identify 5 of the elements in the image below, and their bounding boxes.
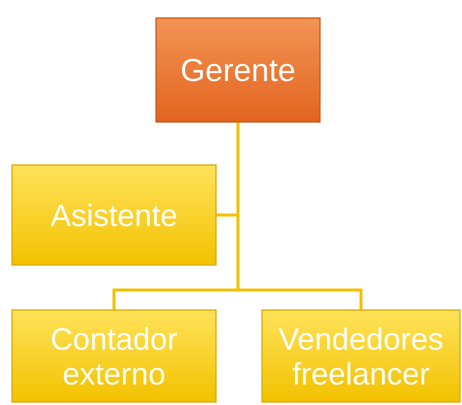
connector-line: [236, 122, 362, 310]
org-box: Asistente: [11, 164, 217, 266]
org-box: Gerente: [155, 17, 321, 123]
org-box: Vendedores freelancer: [261, 309, 461, 403]
org-box: Contador externo: [11, 309, 217, 403]
